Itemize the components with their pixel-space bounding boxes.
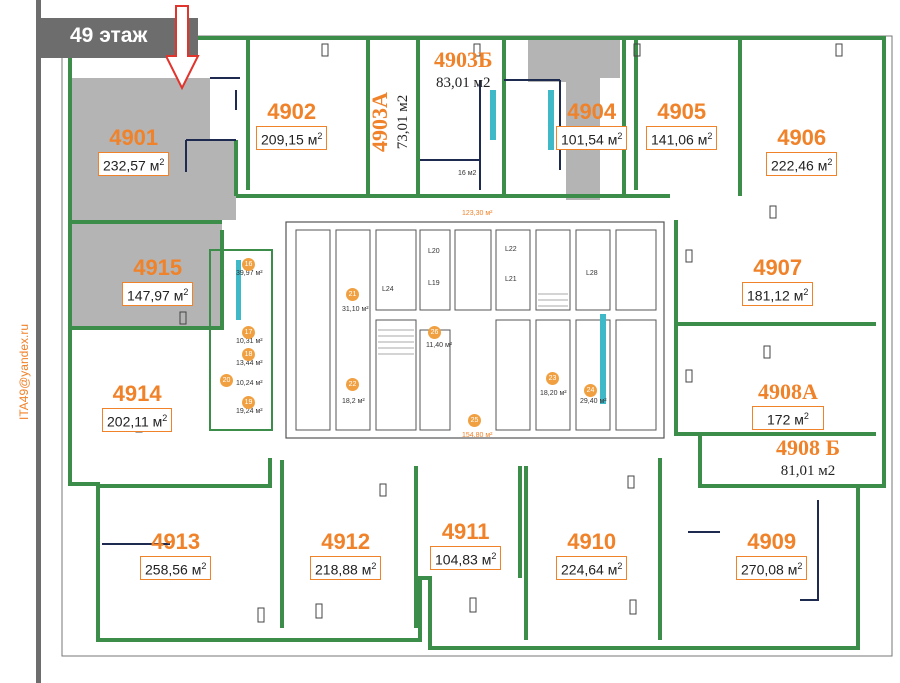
room-number: 4909: [747, 529, 797, 554]
core-marker: 19: [242, 396, 255, 409]
core-label: L22: [505, 246, 517, 253]
core-label: 19,24 м²: [236, 408, 263, 415]
room-area: 224,64 м2: [556, 556, 628, 580]
core-marker: 23: [546, 372, 559, 385]
core-label: L21: [505, 276, 517, 283]
room-area: 147,97 м2: [122, 282, 194, 306]
core-marker: 26: [428, 326, 441, 339]
core-label: 123,30 м²: [462, 210, 493, 217]
room-4905[interactable]: 4905 141,06 м2: [646, 99, 718, 150]
partitions: [102, 77, 819, 601]
core-label: 10,31 м²: [236, 338, 263, 345]
core-label: 18,2 м²: [342, 398, 365, 405]
room-4910[interactable]: 4910 224,64 м2: [556, 529, 628, 580]
room-area: 209,15 м2: [256, 126, 328, 150]
room-number: 4908 Б: [776, 435, 841, 460]
arrow-down-icon: [166, 5, 200, 91]
room-area: 258,56 м2: [140, 556, 212, 580]
room-area: 73,01 м2: [395, 94, 411, 150]
room-4909[interactable]: 4909 270,08 м2: [736, 529, 808, 580]
room-area: 218,88 м2: [310, 556, 382, 580]
room-area: 270,08 м2: [736, 556, 808, 580]
core-label: 18,20 м²: [540, 390, 567, 397]
room-area: 81,01 м2: [780, 463, 836, 479]
core-marker: 22: [346, 378, 359, 391]
core-label: L24: [382, 286, 394, 293]
room-number: 4903А: [367, 92, 392, 152]
room-number: 4908А: [758, 379, 818, 404]
room-area: 222,46 м2: [766, 152, 838, 176]
room-number: 4904: [567, 99, 617, 124]
core-label: 29,40 м²: [580, 398, 607, 405]
room-number: 4902: [267, 99, 317, 124]
room-number: 4903Б: [433, 47, 493, 72]
room-area: 141,06 м2: [646, 126, 718, 150]
central-core: [209, 90, 665, 439]
core-marker: 16: [242, 258, 255, 271]
room-area: 101,54 м2: [556, 126, 628, 150]
core-marker: 21: [346, 288, 359, 301]
room-area: 232,57 м2: [98, 152, 170, 176]
room-number: 4911: [441, 519, 490, 544]
core-label: 13,44 м²: [236, 360, 263, 367]
room-number: 4901: [109, 125, 159, 150]
room-number: 4910: [567, 529, 617, 554]
core-label: L20: [428, 248, 440, 255]
contact-email: ITA49@yandex.ru: [17, 323, 31, 420]
room-4913[interactable]: 4913 258,56 м2: [140, 529, 212, 580]
core-marker: 17: [242, 326, 255, 339]
room-4903a[interactable]: 4903А 73,01 м2: [367, 72, 412, 172]
left-edge-line: [36, 0, 41, 683]
room-area: 181,12 м2: [742, 282, 814, 306]
core-label: 31,10 м²: [342, 306, 369, 313]
room-number: 4912: [321, 529, 371, 554]
room-4908b[interactable]: 4908 Б 81,01 м2: [776, 436, 840, 480]
core-marker: 25: [468, 414, 481, 427]
floor-label: 49 этаж: [70, 24, 148, 47]
room-area: 202,11 м2: [102, 408, 173, 432]
core-marker: 18: [242, 348, 255, 361]
room-4912[interactable]: 4912 218,88 м2: [310, 529, 382, 580]
room-area: 172 м2: [752, 406, 824, 430]
room-number: 4914: [112, 381, 162, 406]
room-area: 104,83 м2: [430, 546, 502, 570]
room-number: 4907: [753, 255, 803, 280]
room-number: 4913: [151, 529, 201, 554]
room-4901[interactable]: 4901 232,57 м2: [98, 125, 170, 176]
room-4906[interactable]: 4906 222,46 м2: [766, 125, 838, 176]
room-4903b[interactable]: 4903Б 83,01 м2: [432, 48, 495, 92]
room-4902[interactable]: 4902 209,15 м2: [256, 99, 328, 150]
room-4914[interactable]: 4914 202,11 м2: [102, 381, 173, 432]
core-label: 154,80 м²: [462, 432, 493, 439]
core-label: L28: [586, 270, 598, 277]
room-4915[interactable]: 4915 147,97 м2: [122, 255, 194, 306]
corridor-area-label: 16 м2: [458, 170, 477, 177]
core-label: L19: [428, 280, 440, 287]
core-marker: 24: [584, 384, 597, 397]
room-number: 4906: [777, 125, 827, 150]
floor-header-bar: [38, 18, 198, 58]
room-number: 4905: [657, 99, 707, 124]
room-4904[interactable]: 4904 101,54 м2: [556, 99, 628, 150]
room-number: 4915: [133, 255, 183, 280]
room-4908a[interactable]: 4908А 172 м2: [752, 380, 824, 430]
outer-walls: [68, 36, 886, 650]
room-4911[interactable]: 4911 104,83 м2: [430, 519, 502, 570]
room-4907[interactable]: 4907 181,12 м2: [742, 255, 814, 306]
columns: [135, 43, 843, 623]
core-label: 39,97 м²: [236, 270, 263, 277]
core-marker: 20: [220, 374, 233, 387]
room-area: 83,01 м2: [436, 75, 491, 91]
core-label: 10,24 м²: [236, 380, 263, 387]
core-label: 11,40 м²: [426, 342, 453, 349]
